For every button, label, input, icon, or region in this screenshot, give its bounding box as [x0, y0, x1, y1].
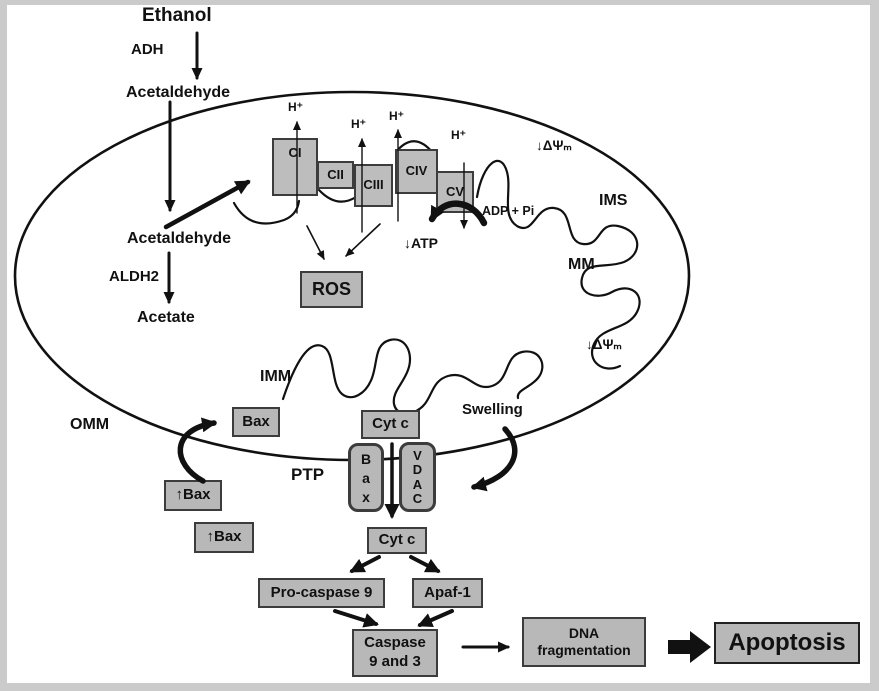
complex-ciii-box: CIII — [354, 164, 393, 207]
pro-caspase9-label: Pro-caspase 9 — [270, 583, 373, 601]
bax-increase-label-2: ↑Bax — [206, 528, 242, 546]
bax-channel-letter: B — [360, 450, 372, 467]
dna-label-line1: DNA — [568, 624, 600, 641]
bax-inserted-label: Bax — [242, 412, 270, 430]
ims-label: IMS — [599, 192, 628, 209]
inner-membrane-cristae-right — [475, 159, 641, 370]
bax-increase-box-1: ↑Bax — [164, 480, 222, 511]
vdac-letter: D — [412, 462, 423, 478]
bax-channel-letter: a — [362, 469, 370, 486]
dna-label-line2: fragmentation — [537, 642, 631, 658]
complex-cv-label: CV — [445, 183, 465, 199]
delta-psi-bottom-label: ↓ΔΨₘ — [586, 337, 622, 352]
complex-ciii-label: CIII — [363, 177, 384, 193]
complex-civ-label: CIV — [405, 163, 428, 179]
bax-channel-letter: x — [362, 488, 370, 505]
complex-civ-box: CIV — [395, 149, 438, 194]
vdac-channel-box: V D A C — [399, 442, 436, 512]
inner-membrane-under-ci — [232, 199, 301, 225]
vdac-letter: A — [412, 476, 423, 492]
aldh2-enzyme-label: ALDH2 — [109, 268, 160, 285]
mm-label: MM — [568, 256, 595, 273]
bax-inserted-box: Bax — [232, 407, 280, 437]
cyt-c-ims-label: Cyt c — [372, 415, 409, 433]
cyt-c-released-box: Cyt c — [367, 527, 427, 554]
ros-label: ROS — [311, 279, 351, 300]
acetate-label: Acetate — [137, 309, 195, 326]
complex-cii-label: CII — [327, 166, 344, 182]
pro-caspase9-box: Pro-caspase 9 — [258, 578, 385, 608]
omm-label: OMM — [70, 416, 110, 433]
complex-ci-label: CI — [288, 145, 302, 160]
bax-channel-box: B a x — [348, 443, 384, 512]
complex-ci-box: CI — [272, 138, 318, 196]
bax-increase-label-1: ↑Bax — [175, 486, 211, 504]
ros-box: ROS — [300, 271, 363, 308]
caspase-label-line2: 9 and 3 — [369, 653, 421, 670]
bax-increase-box-2: ↑Bax — [194, 522, 254, 553]
imm-label: IMM — [260, 368, 292, 385]
caspase-label-line1: Caspase — [364, 634, 426, 652]
swelling-label: Swelling — [462, 401, 523, 418]
dna-fragmentation-box: DNA fragmentation — [522, 617, 646, 667]
vdac-letter: C — [412, 491, 423, 507]
acetaldehyde-cytosol-label: Acetaldehyde — [126, 84, 231, 101]
apaf1-box: Apaf-1 — [412, 578, 483, 608]
inner-membrane-under-cii — [317, 188, 358, 203]
adh-enzyme-label: ADH — [131, 41, 164, 58]
delta-psi-top-label: ↓ΔΨₘ — [536, 138, 572, 153]
atp-decrease-label: ↓ATP — [404, 235, 438, 251]
apoptosis-label: Apoptosis — [728, 629, 846, 656]
caspase-box: Caspase 9 and 3 — [352, 629, 438, 677]
acetaldehyde-matrix-label: Acetaldehyde — [127, 230, 232, 247]
h-plus-label-civ: H⁺ — [389, 109, 404, 123]
cyt-c-ims-box: Cyt c — [361, 410, 420, 439]
complex-cv-box: CV — [436, 171, 474, 213]
h-plus-label-ciii: H⁺ — [351, 117, 366, 131]
ethanol-label: Ethanol — [142, 5, 212, 26]
h-plus-label-ci: H⁺ — [288, 100, 303, 114]
adp-pi-label: ADP + Pi — [482, 204, 535, 218]
ptp-label: PTP — [291, 465, 325, 484]
apoptosis-box: Apoptosis — [714, 622, 860, 664]
complex-cii-box: CII — [317, 161, 354, 189]
apaf1-label: Apaf-1 — [424, 583, 471, 601]
vdac-letter: V — [413, 447, 422, 463]
inner-membrane-cristae-bottom — [281, 338, 544, 415]
h-plus-label-cv: H⁺ — [451, 128, 466, 142]
cyt-c-released-label: Cyt c — [378, 531, 416, 549]
